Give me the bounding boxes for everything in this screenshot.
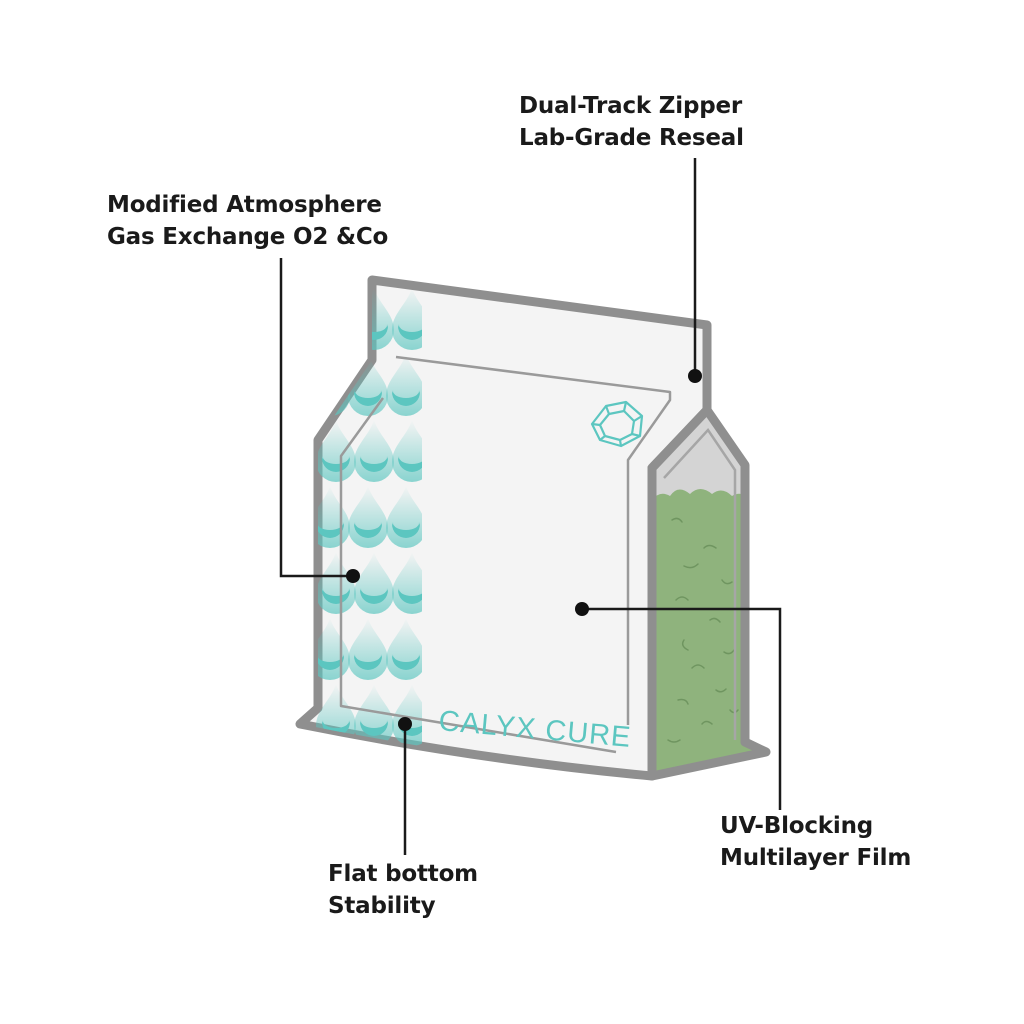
callout-lines [279,158,782,855]
contents-fill [652,489,766,776]
uv-film-callout: UV-Blocking Multilayer Film [720,810,911,874]
droplet-icon [316,288,356,350]
flat-bottom-callout: Flat bottom Stability [328,858,478,922]
droplet-icon [426,750,466,812]
zipper-callout-line2: Lab-Grade Reseal [519,125,744,151]
atmosphere-marker [346,569,360,583]
droplet-icon [348,750,388,776]
flat-bottom-callout-line1: Flat bottom [328,861,478,887]
atmosphere-callout: Modified Atmosphere Gas Exchange O2 &Co [107,189,388,253]
zipper-callout-line1: Dual-Track Zipper [519,93,743,119]
callout-dots [346,369,702,731]
flat-bottom-callout-line2: Stability [328,893,436,919]
side-gusset [647,405,771,781]
atmosphere-callout-line1: Modified Atmosphere [107,192,382,218]
droplet-icon [310,750,350,776]
flat-bottom-marker [398,717,412,731]
uv-film-marker [575,602,589,616]
uv-film-callout-line1: UV-Blocking [720,813,874,839]
zipper-callout: Dual-Track Zipper Lab-Grade Reseal [519,90,744,154]
seal-lines [339,355,672,754]
atmosphere-callout-line2: Gas Exchange O2 &Co [107,224,389,250]
diamond-logo-icon [590,400,644,448]
zipper-marker [688,369,702,383]
uv-film-callout-line2: Multilayer Film [720,845,912,871]
droplet-icon [310,354,350,416]
